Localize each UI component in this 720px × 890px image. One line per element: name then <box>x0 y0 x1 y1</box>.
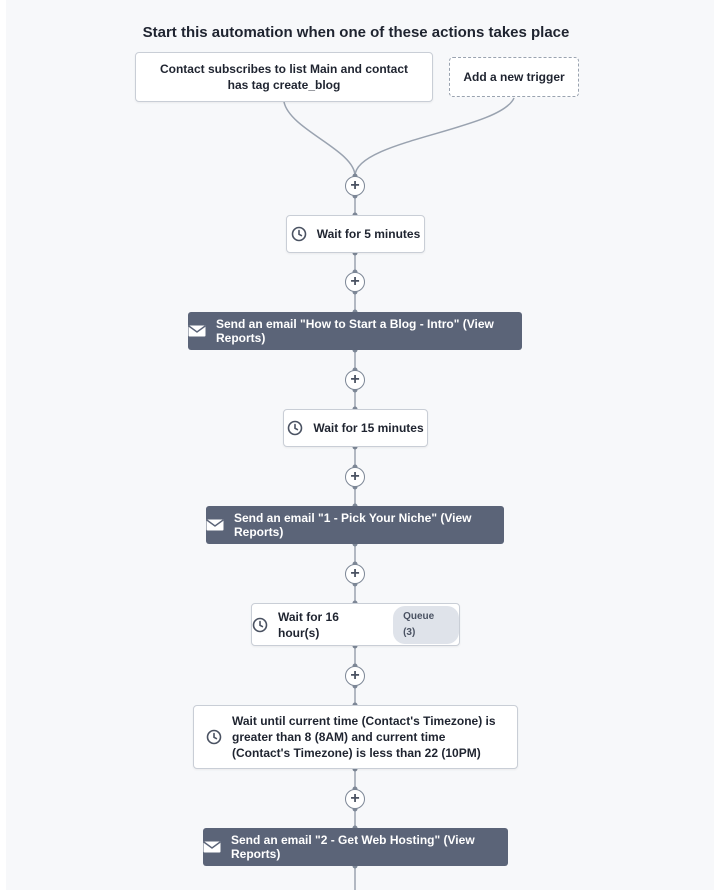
add-step-button[interactable]: + <box>345 176 365 196</box>
trigger-card[interactable]: Contact subscribes to list Main and cont… <box>135 52 433 102</box>
email-step-label: Send an email "1 - Pick Your Niche" (Vie… <box>234 511 472 539</box>
email-step[interactable]: Send an email "1 - Pick Your Niche" (Vie… <box>206 506 504 544</box>
plus-icon: + <box>350 371 360 388</box>
add-trigger-label: Add a new trigger <box>463 70 565 84</box>
email-step-label: Send an email "How to Start a Blog - Int… <box>216 317 494 345</box>
clock-icon <box>291 226 307 242</box>
plus-icon: + <box>350 565 360 582</box>
add-step-button[interactable]: + <box>345 666 365 686</box>
trigger-label: Contact subscribes to list Main and cont… <box>159 62 409 92</box>
plus-icon: + <box>350 468 360 485</box>
wait-until-step[interactable]: Wait until current time (Contact's Timez… <box>193 705 518 769</box>
wait-step[interactable]: Wait for 16 hour(s) Queue (3) <box>251 603 460 646</box>
clock-icon <box>252 617 268 632</box>
add-step-button[interactable]: + <box>345 564 365 584</box>
plus-icon: + <box>350 177 360 194</box>
add-step-button[interactable]: + <box>345 467 365 487</box>
wait-step[interactable]: Wait for 5 minutes <box>286 215 425 253</box>
add-step-button[interactable]: + <box>345 370 365 390</box>
plus-icon: + <box>350 667 360 684</box>
add-step-button[interactable]: + <box>345 789 365 809</box>
wait-until-label: Wait until current time (Contact's Timez… <box>232 714 496 760</box>
envelope-icon <box>188 325 206 337</box>
wait-step-label: Wait for 15 minutes <box>313 421 424 435</box>
clock-icon <box>288 420 303 436</box>
email-step[interactable]: Send an email "How to Start a Blog - Int… <box>188 312 522 350</box>
plus-icon: + <box>350 273 360 290</box>
add-step-button[interactable]: + <box>345 272 365 292</box>
wait-step-label: Wait for 5 minutes <box>316 227 421 241</box>
automation-start-heading: Start this automation when one of these … <box>142 24 570 41</box>
envelope-icon <box>206 519 224 531</box>
envelope-icon <box>203 841 221 853</box>
plus-icon: + <box>350 790 360 807</box>
queue-badge[interactable]: Queue (3) <box>393 605 459 644</box>
add-trigger-button[interactable]: Add a new trigger <box>449 57 579 97</box>
wait-step-label: Wait for 16 hour(s) <box>278 609 339 640</box>
wait-step[interactable]: Wait for 15 minutes <box>283 409 428 447</box>
email-step-label: Send an email "2 - Get Web Hosting" (Vie… <box>231 833 475 861</box>
clock-icon <box>206 729 222 745</box>
email-step[interactable]: Send an email "2 - Get Web Hosting" (Vie… <box>203 828 508 866</box>
